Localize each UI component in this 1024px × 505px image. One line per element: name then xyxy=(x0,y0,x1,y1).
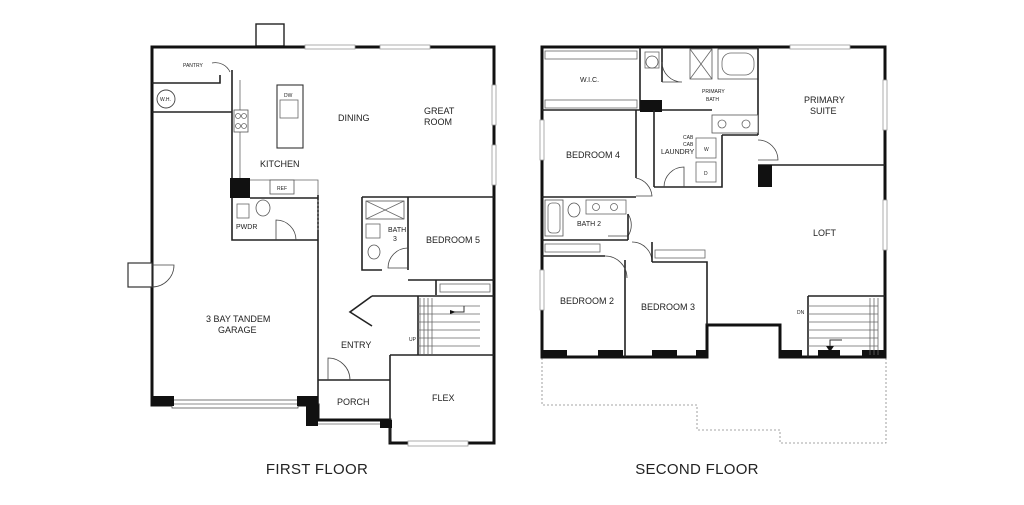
room-label-bath2: BATH 2 xyxy=(577,221,601,228)
stair-label-up: UP xyxy=(409,337,417,343)
first-floor-caption: FIRST FLOOR xyxy=(266,461,368,478)
first-floor-plan: PANTRY W.H. DW DINING GREAT ROOM KITCHEN… xyxy=(127,23,497,478)
second-floor-plan: W.I.C. PRIMARY BATH PRIMARY SUITE BEDROO… xyxy=(539,44,888,478)
appliance-label-washer: W xyxy=(704,147,709,153)
room-label-dishwasher: DW xyxy=(284,93,293,99)
room-label-primary-bath-line2: BATH xyxy=(706,97,719,103)
room-label-cabinet-2: CAB xyxy=(683,142,694,148)
room-label-bedroom5: BEDROOM 5 xyxy=(426,235,480,245)
room-label-primary-suite-line2: SUITE xyxy=(810,106,837,116)
room-label-refrigerator: REF xyxy=(277,186,287,192)
second-floor-caption: SECOND FLOOR xyxy=(635,461,759,478)
room-label-loft: LOFT xyxy=(813,228,837,238)
room-label-kitchen: KITCHEN xyxy=(260,159,300,169)
room-label-water-heater: W.H. xyxy=(160,97,171,103)
room-label-walk-in-closet: W.I.C. xyxy=(580,77,599,84)
room-label-great-room-line1: GREAT xyxy=(424,106,455,116)
room-label-bath3-line2: 3 xyxy=(393,236,397,243)
room-label-laundry: LAUNDRY xyxy=(661,149,695,156)
room-label-bedroom3: BEDROOM 3 xyxy=(641,302,695,312)
room-label-cabinet-1: CAB xyxy=(683,135,694,141)
room-label-dining: DINING xyxy=(338,113,370,123)
room-label-bedroom4: BEDROOM 4 xyxy=(566,150,620,160)
room-label-bedroom2: BEDROOM 2 xyxy=(560,296,614,306)
stair-label-down: DN xyxy=(797,310,805,316)
room-label-pantry: PANTRY xyxy=(183,63,203,69)
room-label-great-room-line2: ROOM xyxy=(424,117,452,127)
room-label-powder: PWDR xyxy=(236,224,257,231)
room-label-garage-line2: GARAGE xyxy=(218,325,257,335)
room-label-flex: FLEX xyxy=(432,393,455,403)
room-label-garage-line1: 3 BAY TANDEM xyxy=(206,314,270,324)
room-label-primary-suite-line1: PRIMARY xyxy=(804,95,845,105)
room-label-primary-bath-line1: PRIMARY xyxy=(702,89,725,95)
room-label-porch: PORCH xyxy=(337,397,370,407)
room-label-bath3-line1: BATH xyxy=(388,227,406,234)
room-label-entry: ENTRY xyxy=(341,340,371,350)
appliance-label-dryer: D xyxy=(704,171,708,177)
